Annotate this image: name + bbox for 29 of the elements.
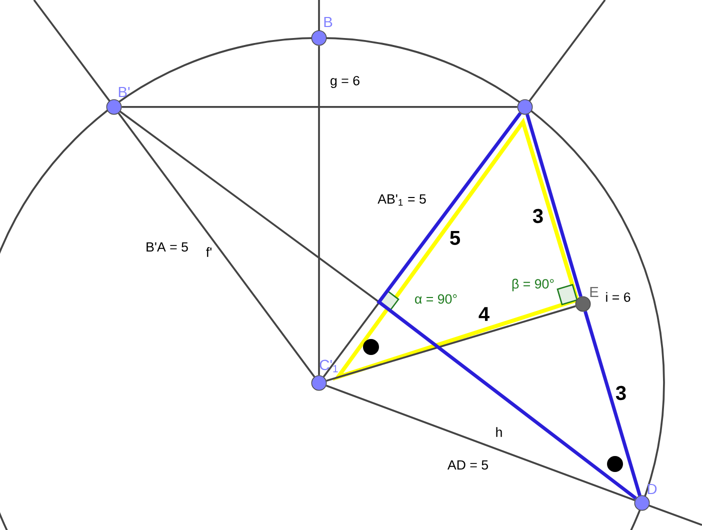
point [517,99,533,115]
side-length: 3 [532,208,543,224]
side-length: 3 [616,386,626,400]
measure-label: AD = 5 [447,460,488,470]
line [584,310,642,496]
measure-label: i = 6 [606,292,630,302]
line [376,112,637,500]
line [326,384,636,502]
point [575,296,591,312]
line [118,112,316,378]
measure-label: AB'$_{1}$ = 5 [378,194,426,206]
point-label: B' [118,86,130,98]
measure-label: f' [206,247,212,257]
measure-label: h [496,427,502,437]
angle-label: α = 90° [415,294,457,304]
line [326,305,576,382]
point [634,495,650,511]
point [311,375,327,391]
point [106,99,122,115]
line [318,46,320,376]
point-label: E [590,286,598,298]
side-length: 4 [478,307,490,321]
point-label: D [648,484,657,494]
point [311,30,327,46]
point-label: B [324,16,332,28]
line [526,114,582,298]
side-length: 5 [450,231,460,245]
measure-label: B'A = 5 [146,242,188,252]
line [122,106,518,108]
